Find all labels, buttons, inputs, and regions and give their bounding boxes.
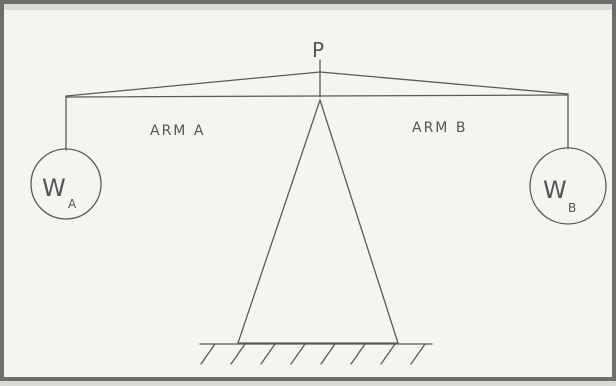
- paper: [4, 4, 612, 377]
- weight-a-subscript: A: [68, 197, 77, 211]
- beam-bar: [65, 94, 569, 98]
- weight-b-subscript: B: [568, 201, 576, 215]
- arm-b-label: ARM B: [412, 120, 467, 136]
- fulcrum-left-side: [237, 99, 321, 344]
- ground-hatching: [200, 343, 426, 365]
- weight-b-symbol: W: [543, 176, 567, 204]
- arm-a-label: ARM A: [150, 123, 205, 139]
- weight-a-symbol: W: [42, 174, 66, 202]
- pivot-label: P: [312, 38, 324, 62]
- weight-b-circle: [529, 147, 607, 225]
- beam-left-top-line: [65, 71, 321, 97]
- weight-a-circle: [30, 148, 102, 220]
- paper-top-shade: [4, 4, 612, 10]
- fulcrum-right-side: [319, 99, 399, 344]
- beam-right-top-line: [319, 71, 569, 95]
